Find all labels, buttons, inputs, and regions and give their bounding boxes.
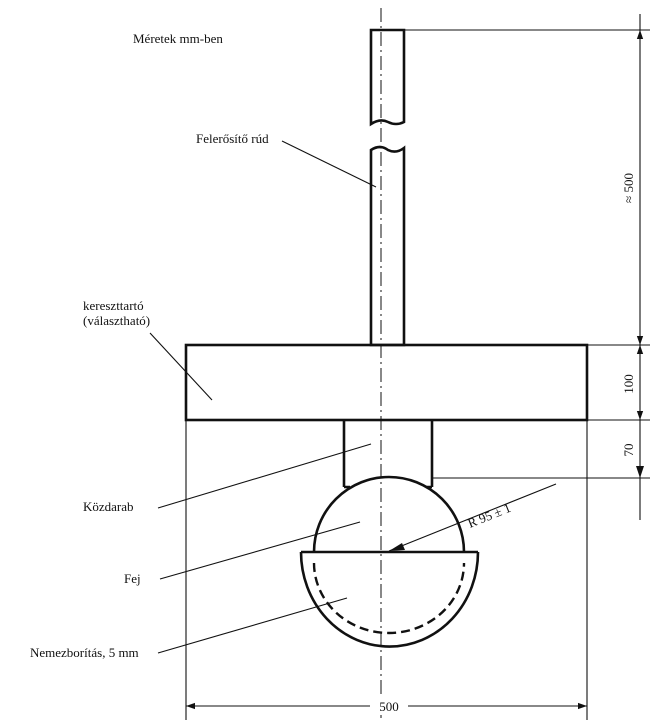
spacer bbox=[342, 420, 434, 489]
dim-radius-arrow bbox=[389, 543, 405, 551]
felt-leader bbox=[157, 597, 348, 654]
crossbar bbox=[184, 343, 589, 422]
dim-width-text: 500 bbox=[379, 699, 399, 714]
dim-spacer-height-text: 70 bbox=[621, 444, 636, 457]
head-label: Fej bbox=[124, 571, 141, 586]
felt-label: Nemezborítás, 5 mm bbox=[30, 645, 139, 660]
dim-radius-line bbox=[388, 483, 557, 552]
dim-width-text-bg bbox=[370, 697, 408, 715]
dim-radius-text: R 95 ± 1 bbox=[466, 500, 513, 531]
dim-spacer-arrow bbox=[636, 466, 644, 478]
head-leader bbox=[159, 521, 361, 580]
head-sphere bbox=[312, 475, 466, 553]
rod-lower-segment bbox=[369, 145, 406, 347]
crossbar-label-line1: kereszttartó bbox=[83, 298, 144, 313]
units-note: Méretek mm-ben bbox=[133, 31, 223, 46]
spacer-label: Közdarab bbox=[83, 499, 134, 514]
felt-cover bbox=[299, 551, 480, 648]
crossbar-leader bbox=[149, 332, 213, 401]
felt-inner-dashed bbox=[312, 562, 466, 635]
rod-label: Felerősítő rúd bbox=[196, 131, 269, 146]
spacer-leader bbox=[157, 443, 372, 509]
crossbar-label-line2: (választható) bbox=[83, 313, 150, 328]
dim-rod-length-text: ≈ 500 bbox=[621, 173, 636, 203]
rod-leader bbox=[281, 140, 377, 188]
rod-upper-segment bbox=[369, 28, 406, 127]
dim-crossbar-height-text: 100 bbox=[621, 374, 636, 394]
